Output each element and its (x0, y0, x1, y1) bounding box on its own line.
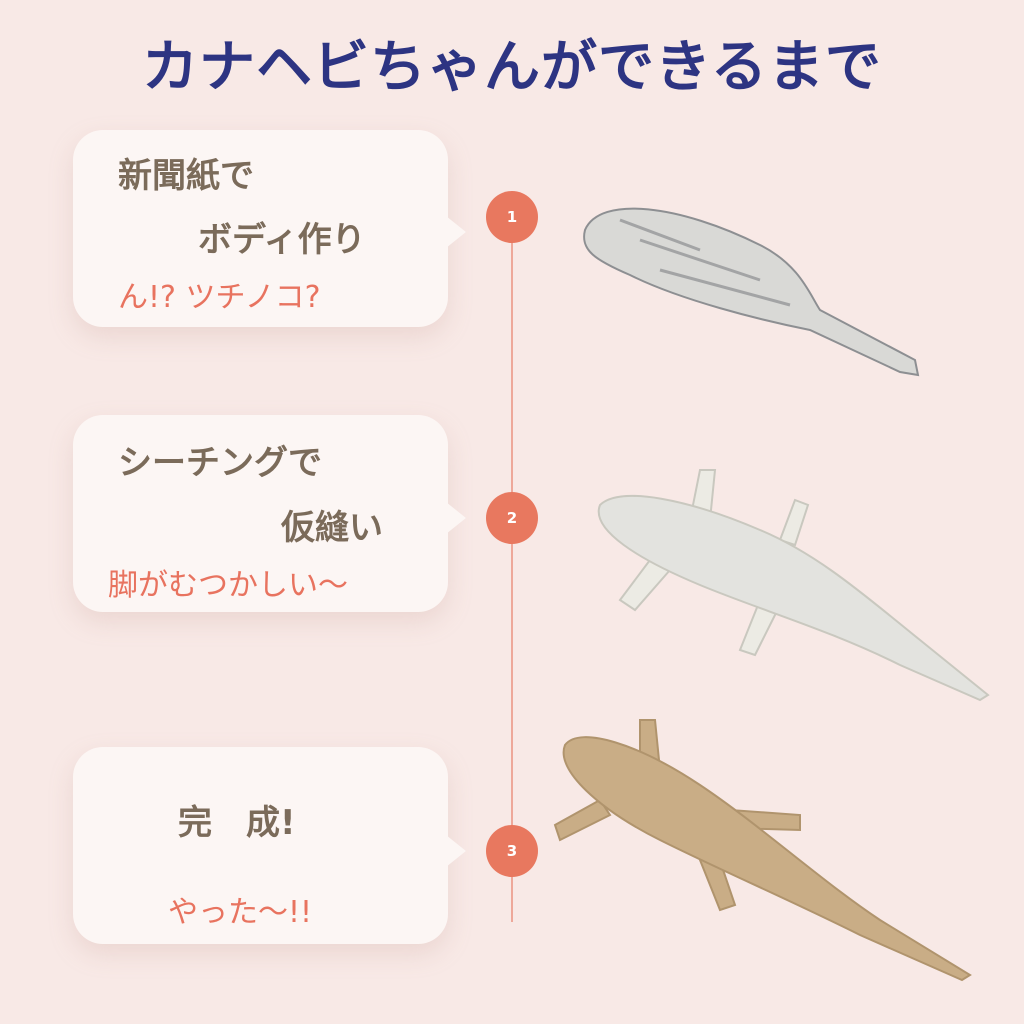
step-3-marker: 3 (486, 825, 538, 877)
step-1-line1: 新聞紙で (118, 156, 254, 196)
step-3-line1: 完 成! (178, 803, 296, 843)
step-2-marker: 2 (486, 492, 538, 544)
step-2-line1: シーチングで (118, 443, 322, 483)
step-2-line2: 仮縫い (281, 508, 383, 548)
step-1-bubble: 新聞紙で ボディ作り ん!? ツチノコ? (73, 130, 466, 327)
newspaper-body-image (583, 207, 920, 377)
step-3-comment: やった〜!! (168, 895, 313, 930)
step-2-comment: 脚がむつかしい〜 (108, 568, 348, 603)
step-1-comment: ん!? ツチノコ? (118, 280, 321, 315)
page-title: カナヘビちゃんができるまで (142, 35, 882, 100)
step-2-bubble: シーチングで 仮縫い 脚がむつかしい〜 (73, 415, 466, 612)
finished-lizard-image (553, 719, 972, 982)
step-1-line2: ボディ作り (198, 220, 366, 260)
step-1-marker: 1 (486, 191, 538, 243)
timeline-line (511, 217, 513, 922)
muslin-prototype-image (597, 469, 990, 702)
step-3-bubble: 完 成! やった〜!! (73, 747, 466, 944)
